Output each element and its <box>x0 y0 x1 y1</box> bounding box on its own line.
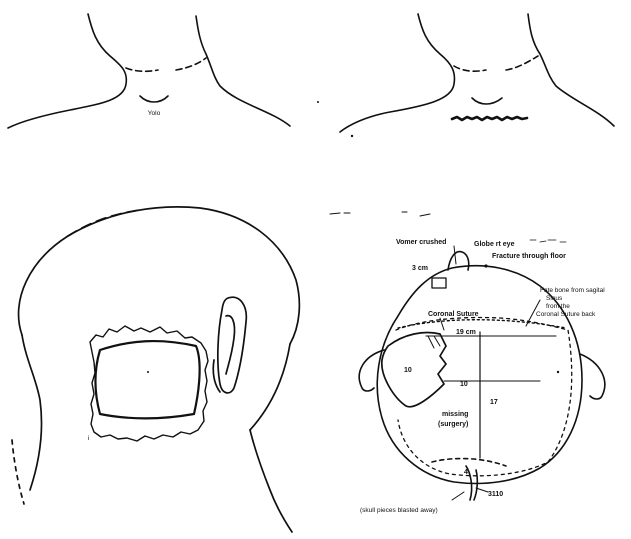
label-missing: missing <box>442 411 468 418</box>
head-mark-i: i <box>88 435 89 442</box>
neck-front-right <box>340 14 614 132</box>
label-four: 4 <box>464 469 468 476</box>
neck-left-label: Yolo <box>148 110 161 117</box>
head-right-neck-line <box>250 430 292 532</box>
neck-right-line-right <box>528 14 614 126</box>
head-left-dash <box>12 440 24 504</box>
neck-right-collar-dash-left <box>454 66 486 71</box>
three-cm-box <box>432 278 446 288</box>
stray-mark <box>330 212 430 216</box>
skull-bottom-dash <box>432 459 506 466</box>
speck-dot <box>557 371 559 373</box>
label-globe: Globe rt eye <box>474 241 515 248</box>
label-ten-left: 10 <box>404 367 412 374</box>
skull-left-piece-hatch <box>428 336 440 348</box>
neck-left-line-right <box>196 16 290 126</box>
skull-top-view <box>359 246 605 500</box>
neck-left-collar-dash-left <box>126 68 158 71</box>
label-fate-4: Coronal Suture back <box>536 311 596 318</box>
stray-smudge <box>530 240 566 242</box>
label-fate-3: from the <box>546 303 570 310</box>
head-wound-inner <box>96 341 200 418</box>
label-nineteen: 19 cm <box>456 329 476 336</box>
skull-ear-right <box>580 354 605 399</box>
label-seventeen: 17 <box>490 399 498 406</box>
neck-right-throat-curve <box>472 98 502 104</box>
neck-right-wound-line <box>452 117 527 120</box>
label-ten-mid: 10 <box>460 381 468 388</box>
speck-dot <box>351 135 353 137</box>
label-blasted: (skull pieces blasted away) <box>360 507 438 514</box>
head-outline <box>19 207 300 344</box>
head-wound-outer <box>90 326 208 441</box>
label-coronal: Coronal Suture <box>428 311 479 318</box>
label-three-cm: 3 cm <box>412 265 428 272</box>
skull-missing-region <box>396 318 572 476</box>
neck-right-line-left <box>340 14 454 132</box>
neck-right-collar-dash-right <box>506 56 538 70</box>
three110-leader <box>476 488 488 492</box>
label-fate-2: Sinus <box>546 295 563 302</box>
label-vomer: Vomer crushed <box>396 239 446 246</box>
globe-dot <box>484 264 487 267</box>
head-lower-right-line <box>250 344 290 430</box>
label-fate-1: Fate bone from sagital <box>540 287 605 294</box>
label-three110: 3110 <box>488 491 503 498</box>
neck-left-line-left <box>8 14 126 128</box>
head-left-neck-line <box>22 335 42 490</box>
head-outline-dash <box>68 210 140 236</box>
skull-left-piece <box>382 333 446 407</box>
label-surgery: (surgery) <box>438 421 468 428</box>
speck-dot <box>147 371 149 373</box>
head-back-view <box>12 207 299 532</box>
speck-dot <box>317 101 319 103</box>
ear-inner <box>226 316 235 374</box>
neck-left-collar-dash-right <box>176 58 206 70</box>
label-fracture: Fracture through floor <box>492 253 566 260</box>
blasted-leader <box>452 492 464 500</box>
neck-left-throat-curve <box>140 96 168 102</box>
